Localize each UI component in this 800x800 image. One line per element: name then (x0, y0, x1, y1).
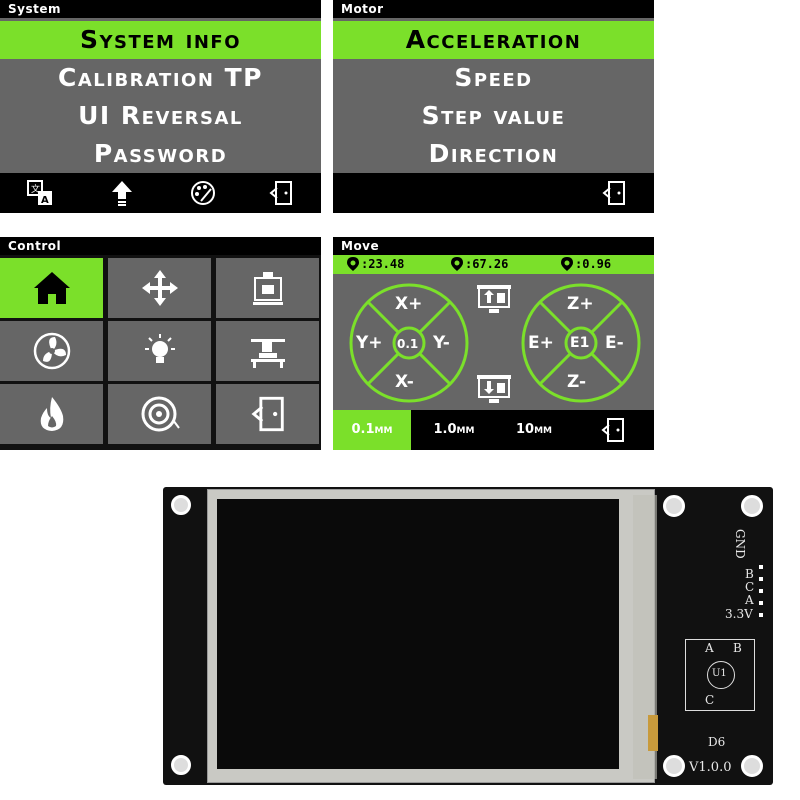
mounting-hole (741, 495, 763, 517)
menu-item-acceleration[interactable]: Acceleration (333, 21, 654, 59)
back-button[interactable] (216, 384, 319, 444)
motor-panel: Motor Acceleration Speed Step value Dire… (333, 0, 654, 213)
motor-bottom-bar (333, 173, 654, 213)
e-minus-button[interactable]: E- (605, 333, 624, 353)
pin-c-label: C (745, 580, 755, 594)
mounting-hole (171, 495, 191, 515)
back-exit-icon[interactable] (600, 179, 628, 207)
printer-icon (251, 339, 285, 368)
move-arrows-icon (142, 270, 178, 306)
language-icon[interactable]: 文 A (26, 179, 54, 207)
fan-button[interactable] (0, 321, 103, 381)
printer-button[interactable] (216, 321, 319, 381)
heat-button[interactable] (0, 384, 103, 444)
version-label: V1.0.0 (689, 760, 732, 775)
system-bottom-bar: 文 A (0, 173, 321, 213)
location-pin-icon (451, 257, 463, 271)
z-coordinate: :0.96 (575, 257, 612, 271)
back-exit-icon[interactable] (267, 179, 295, 207)
back-exit-icon[interactable] (599, 416, 627, 444)
coordinate-bar: :23.48 :67.26 :0.96 (333, 255, 654, 274)
x-minus-button[interactable]: X- (395, 372, 414, 392)
menu-item-step-value[interactable]: Step value (421, 101, 566, 130)
encoder-footprint (685, 639, 755, 711)
pin-header (759, 565, 763, 621)
system-panel: System System info Calibration TP UI Rev… (0, 0, 321, 213)
fan-icon (33, 332, 71, 370)
ze-joystick[interactable] (519, 281, 643, 405)
menu-item-ui-reversal[interactable]: UI Reversal (78, 101, 243, 130)
x-coordinate: :23.48 (361, 257, 405, 271)
extruder-lock-button[interactable] (216, 258, 319, 318)
z-plus-button[interactable]: Z+ (567, 294, 594, 314)
menu-item-calibration-tp[interactable]: Calibration TP (58, 63, 263, 92)
encoder-c-label: C (705, 693, 715, 707)
extruder-up-icon[interactable] (475, 283, 513, 315)
back-exit-icon (251, 396, 284, 432)
step-size-bar: 0.1mm 1.0mm 10mm (333, 410, 654, 450)
e-plus-button[interactable]: E+ (528, 333, 554, 353)
y-coordinate: :67.26 (465, 257, 509, 271)
u1-label: U1 (712, 668, 727, 679)
svg-text:文: 文 (31, 183, 40, 195)
upload-arrow-icon[interactable] (108, 179, 136, 207)
xy-joystick[interactable] (347, 281, 471, 405)
theme-palette-icon[interactable] (189, 179, 217, 207)
mounting-hole (741, 755, 763, 777)
home-button[interactable] (0, 258, 103, 318)
encoder-u1-circle (707, 661, 735, 689)
filament-button[interactable] (108, 384, 211, 444)
menu-item-password[interactable]: Password (93, 139, 228, 168)
extruder-lock-icon (253, 272, 283, 305)
move-panel: Move :23.48 :67.26 :0.96 X+ Y+ Y- X- 0.1 (333, 237, 654, 450)
lcd-board: GND B C A 3.3V A B U1 C D6 V1.0.0 (163, 487, 773, 785)
move-panel-title: Move (333, 237, 654, 255)
mounting-hole (663, 755, 685, 777)
d6-label: D6 (708, 735, 726, 749)
extruder-select-label[interactable]: E1 (570, 335, 590, 351)
step-0-1mm-button[interactable]: 0.1mm (333, 410, 411, 450)
y-plus-button[interactable]: Y+ (356, 333, 383, 353)
pin-b-label: B (745, 567, 754, 581)
system-panel-title: System (0, 0, 321, 18)
step-center-label: 0.1 (397, 337, 419, 351)
step-1-0mm-button[interactable]: 1.0mm (433, 422, 475, 437)
menu-item-speed[interactable]: Speed (454, 63, 533, 92)
light-bulb-icon (145, 334, 175, 363)
encoder-a-label: A (705, 641, 714, 655)
light-button[interactable] (108, 321, 211, 381)
step-10mm-button[interactable]: 10mm (515, 422, 552, 437)
extruder-down-icon[interactable] (475, 373, 513, 405)
pin-a-label: A (745, 593, 754, 607)
menu-item-system-info[interactable]: System info (0, 21, 321, 59)
motor-panel-title: Motor (333, 0, 654, 18)
y-minus-button[interactable]: Y- (433, 333, 450, 353)
flame-icon (40, 397, 64, 431)
voltage-label: 3.3V (725, 607, 753, 621)
x-plus-button[interactable]: X+ (395, 294, 423, 314)
svg-text:A: A (41, 195, 49, 206)
location-pin-icon (347, 257, 359, 271)
mounting-hole (663, 495, 685, 517)
control-panel: Control (0, 237, 321, 450)
flex-connector (648, 715, 658, 751)
lcd-screen[interactable] (217, 499, 619, 769)
gnd-label: GND (733, 529, 747, 559)
z-minus-button[interactable]: Z- (567, 372, 587, 392)
control-panel-title: Control (0, 237, 321, 255)
home-icon (34, 272, 70, 304)
move-axis-button[interactable] (108, 258, 211, 318)
location-pin-icon (561, 257, 573, 271)
encoder-b-label: B (733, 641, 742, 655)
menu-item-direction[interactable]: Direction (428, 139, 559, 168)
filament-spool-icon (141, 396, 180, 432)
mounting-hole (171, 755, 191, 775)
